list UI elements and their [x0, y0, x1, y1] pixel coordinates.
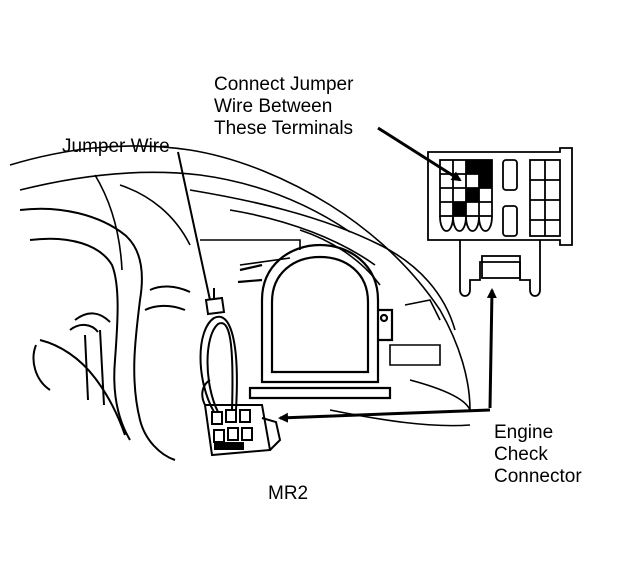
intake-hose: [19, 207, 191, 461]
engine-label-line-1: Engine: [494, 422, 554, 443]
connect-label-line-2: Wire Between: [214, 96, 333, 117]
engine-check-connector: [201, 379, 282, 457]
connector-shading: [214, 442, 244, 450]
air-flow-meter: [237, 243, 394, 400]
engine-label-line-2: Check: [494, 444, 548, 465]
engine-bay-outlines: [9, 145, 471, 427]
check-connector-block: [427, 147, 573, 297]
jumper-wire-label: Jumper Wire: [62, 136, 170, 157]
engine-connector-arrow: [278, 408, 491, 423]
leader-lines: [177, 126, 497, 423]
model-caption: MR2: [268, 483, 309, 504]
engine-label-line-3: Connector: [494, 466, 582, 487]
terminals-arrow: [377, 126, 462, 182]
check-connector-arrow: [486, 288, 497, 409]
jumper-wire-leader: [177, 151, 211, 301]
engine-check-connector-label: Engine Check Connector: [494, 422, 582, 488]
connect-label-line-3: These Terminals: [214, 118, 354, 139]
jumper-wire-loop: [199, 288, 238, 413]
connect-label-line-1: Connect Jumper: [214, 74, 354, 95]
shorted-terminals: [453, 160, 492, 216]
connect-jumper-label: Connect Jumper Wire Between These Termin…: [214, 74, 353, 140]
